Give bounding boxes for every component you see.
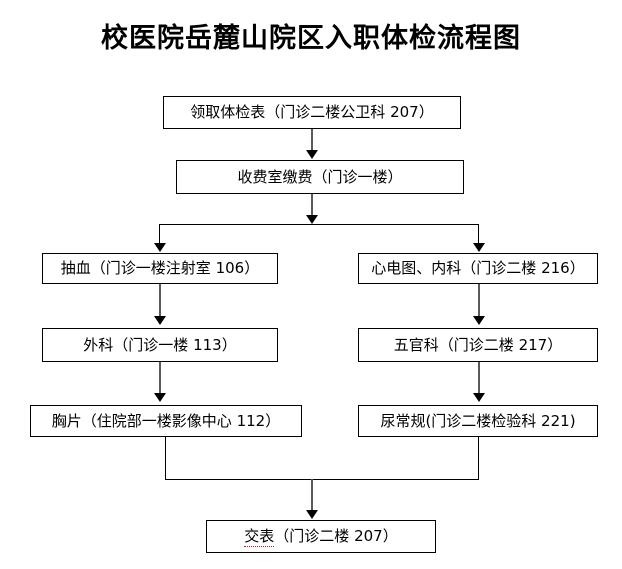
arrowhead-merge-n9: [306, 510, 318, 519]
flow-node-payment[interactable]: 收费室缴费（门诊一楼）: [176, 160, 464, 194]
flow-node-label: 心电图、内科（门诊二楼 216）: [371, 259, 585, 277]
flow-node-label: 交表（门诊二楼 207）: [244, 527, 398, 547]
flow-node-ecg-internal-medicine[interactable]: 心电图、内科（门诊二楼 216）: [358, 253, 598, 284]
flow-node-label: 五官科（门诊二楼 217）: [393, 335, 563, 354]
connector-n7-merge: [165, 437, 166, 480]
arrowhead-split-right: [473, 243, 485, 252]
arrowhead-n2-split: [306, 215, 318, 224]
arrowhead-n1-n2: [306, 150, 318, 159]
flow-node-ent-department[interactable]: 五官科（门诊二楼 217）: [358, 328, 598, 362]
connector-n6-n8: [478, 362, 480, 394]
flow-node-collect-form[interactable]: 领取体检表（门诊二楼公卫科 207）: [163, 96, 461, 129]
flow-node-label-part2: （门诊二楼 207）: [274, 527, 398, 545]
flow-node-label: 收费室缴费（门诊一楼）: [237, 167, 403, 186]
connector-split-bus: [159, 224, 479, 225]
flow-node-label: 抽血（门诊一楼注射室 106）: [60, 259, 260, 277]
connector-merge-bus: [165, 479, 479, 480]
arrowhead-n4-n6: [473, 316, 485, 325]
connector-n2-split: [311, 194, 313, 216]
arrowhead-n6-n8: [473, 393, 485, 402]
flow-node-label: 外科（门诊一楼 113）: [83, 335, 237, 354]
connector-n4-n6: [478, 284, 480, 317]
flow-node-label: 胸片（住院部一楼影像中心 112）: [51, 411, 281, 430]
flow-node-submit-form[interactable]: 交表（门诊二楼 207）: [206, 520, 436, 553]
flow-node-label-part1: 交表: [244, 527, 275, 547]
flow-node-urine-test[interactable]: 尿常规(门诊二楼检验科 221): [358, 405, 598, 437]
arrowhead-n5-n7: [154, 393, 166, 402]
flow-node-surgery[interactable]: 外科（门诊一楼 113）: [42, 328, 278, 362]
connector-merge-n9: [311, 479, 313, 511]
connector-n3-n5: [159, 284, 161, 317]
flow-node-chest-xray[interactable]: 胸片（住院部一楼影像中心 112）: [30, 405, 302, 437]
page-title: 校医院岳麓山院区入职体检流程图: [101, 23, 521, 54]
flow-node-blood-draw[interactable]: 抽血（门诊一楼注射室 106）: [42, 253, 278, 284]
arrowhead-n3-n5: [154, 316, 166, 325]
flow-node-label: 领取体检表（门诊二楼公卫科 207）: [190, 103, 434, 121]
connector-split-left-drop: [159, 224, 160, 244]
arrowhead-split-left: [154, 243, 166, 252]
flow-node-label: 尿常规(门诊二楼检验科 221): [380, 411, 576, 430]
connector-split-right-drop: [478, 224, 479, 244]
connector-n1-n2: [311, 129, 313, 151]
connector-n5-n7: [159, 362, 161, 394]
connector-n8-merge: [478, 437, 479, 480]
